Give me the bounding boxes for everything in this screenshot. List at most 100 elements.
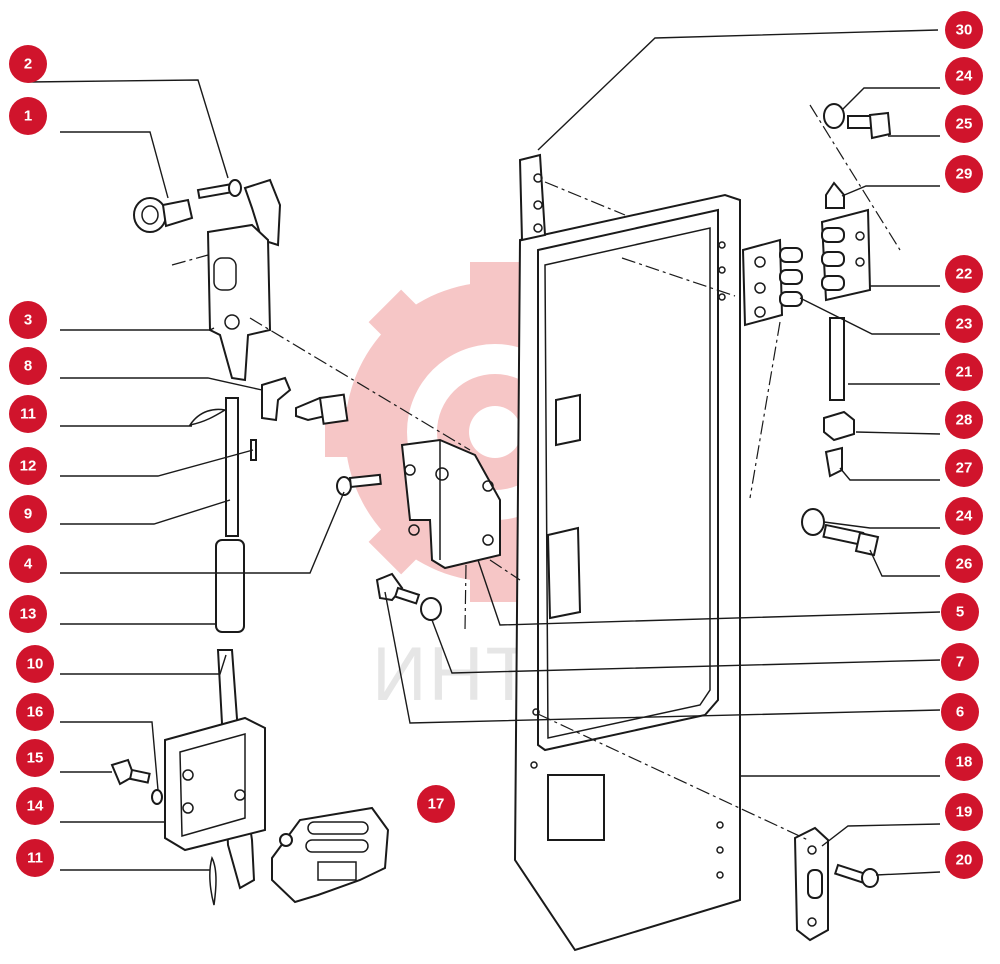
callout-28: 28 [945,401,983,439]
callout-badge [945,449,983,487]
callout-badge [945,11,983,49]
callout-number: 20 [956,852,973,869]
callout-15: 15 [16,739,54,777]
callout-badge [16,693,54,731]
lock-body-part [133,178,282,382]
callout-badge [9,45,47,83]
callout-number: 30 [956,22,973,39]
callout-number: 14 [27,798,44,815]
callout-badge [945,497,983,535]
callout-1: 1 [9,97,47,135]
callout-badge [16,839,54,877]
callout-number: 16 [27,704,44,721]
callout-badge [941,693,979,731]
callout-5: 5 [941,593,979,631]
top-bracket-part [518,153,547,242]
callout-11b: 11 [16,839,54,877]
callout-badge [417,785,455,823]
latch-housing-part [271,806,390,904]
leader-lines [27,29,941,876]
callout-number: 28 [956,412,973,429]
callout-badge [945,401,983,439]
callout-badge [945,57,983,95]
callout-number: 27 [956,460,973,477]
callout-badge [9,545,47,583]
callout-badge [945,305,983,343]
callout-number: 26 [956,556,973,573]
callout-number: 3 [24,312,32,329]
callout-number: 12 [20,458,37,475]
callout-16: 16 [16,693,54,731]
callout-24b: 24 [945,497,983,535]
hinge-assembly [741,208,872,327]
callout-number: 24 [956,68,973,85]
callout-number: 22 [956,266,973,283]
right-fasteners [801,103,892,557]
callout-number: 29 [956,166,973,183]
callout-badge [9,395,47,433]
callout-29: 29 [945,155,983,193]
callout-badge [945,793,983,831]
callout-badge [945,155,983,193]
callout-number: 10 [27,656,44,673]
callout-9: 9 [9,495,47,533]
callout-number: 19 [956,804,973,821]
callout-20: 20 [945,841,983,879]
callout-number: 2 [24,56,32,73]
callout-7: 7 [941,643,979,681]
callout-8: 8 [9,347,47,385]
callout-badge [945,353,983,391]
callout-number: 4 [24,556,33,573]
callout-number: 7 [956,654,964,671]
callout-2: 2 [9,45,47,83]
callout-badge [9,97,47,135]
small-latch-parts [188,376,349,461]
callout-13: 13 [9,595,47,633]
callout-27: 27 [945,449,983,487]
callout-4: 4 [9,545,47,583]
callout-badge [9,447,47,485]
assembly-axes [171,104,901,841]
callout-number: 21 [956,364,973,381]
callout-17: 17 [417,785,455,823]
callout-number: 1 [24,108,32,125]
callout-badge [945,743,983,781]
callout-number: 17 [428,796,445,813]
callout-badge [9,495,47,533]
callout-23: 23 [945,305,983,343]
callout-26: 26 [945,545,983,583]
callout-badge [9,301,47,339]
callout-number: 15 [27,750,44,767]
callout-number: 25 [956,116,973,133]
callout-number: 8 [24,358,32,375]
callout-number: 5 [956,604,964,621]
callout-badge [941,593,979,631]
callouts: 30 2 1 3 8 11 12 9 4 13 10 16 15 14 11 1… [9,11,983,879]
callout-badge [945,105,983,143]
callout-number: 23 [956,316,973,333]
callout-number: 11 [20,406,36,423]
callout-18: 18 [945,743,983,781]
callout-badge [16,739,54,777]
callout-25: 25 [945,105,983,143]
door-frame-panel [513,193,741,952]
callout-6: 6 [941,693,979,731]
callout-badge [9,595,47,633]
callout-number: 6 [956,704,964,721]
callout-badge [945,545,983,583]
callout-number: 11 [27,850,43,867]
callout-badge [9,347,47,385]
callout-22: 22 [945,255,983,293]
callout-24a: 24 [945,57,983,95]
callout-21: 21 [945,353,983,391]
callout-badge [941,643,979,681]
striker-plate-part [793,826,879,942]
callout-number: 9 [24,506,32,523]
callout-number: 13 [20,606,37,623]
callout-11: 11 [9,395,47,433]
callout-10: 10 [16,645,54,683]
callout-14: 14 [16,787,54,825]
callout-19: 19 [945,793,983,831]
center-bracket-part [336,438,501,621]
